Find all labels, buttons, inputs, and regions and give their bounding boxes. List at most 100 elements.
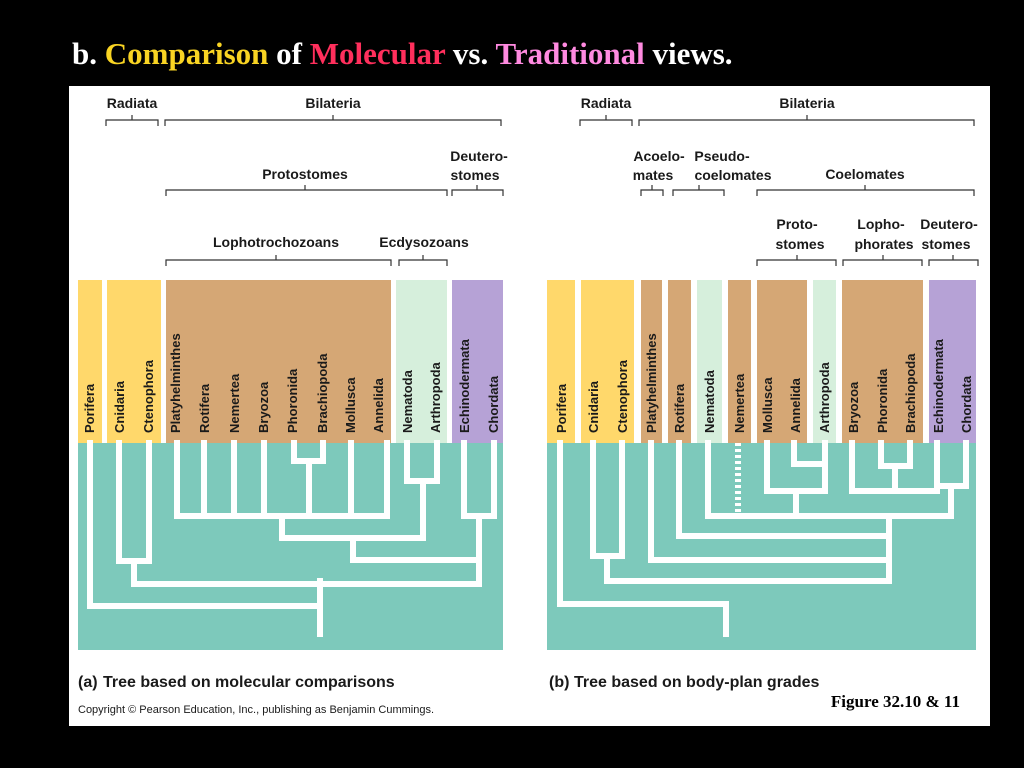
title-word-vs: vs. <box>452 36 489 71</box>
taxon-label: Rotifera <box>197 383 212 433</box>
taxon-label: Bryozoa <box>846 381 861 433</box>
column-radiata-a <box>107 280 161 443</box>
group-label-lophotrochozoans: Lophotrochozoans <box>213 234 339 250</box>
panel-a-taxa-labels: Porifera Cnidaria Ctenophora Platyhelmin… <box>82 333 501 433</box>
group-label-deuterostomes: stomes <box>450 167 499 183</box>
column-porifera-b <box>547 280 575 443</box>
taxon-label: Platyhelminthes <box>644 333 659 433</box>
group-label-pseudocoelomates: Pseudo- <box>694 148 750 164</box>
figure-reference: Figure 32.10 & 11 <box>830 692 960 711</box>
title-word-of: of <box>276 36 302 71</box>
phylogenetic-tree-b <box>557 440 969 637</box>
bracket <box>638 115 975 126</box>
taxon-label: Porifera <box>554 383 569 433</box>
title-word-molecular: Molecular <box>309 36 446 71</box>
tree-branch <box>557 440 729 607</box>
panel-a-caption-letter: (a) <box>78 674 98 691</box>
bracket <box>579 115 633 126</box>
taxon-label: Chordata <box>959 375 974 433</box>
tree-branch <box>791 440 827 467</box>
taxon-label: Brachiopoda <box>903 353 918 433</box>
bracket <box>928 255 979 266</box>
column-radiata-b <box>581 280 634 443</box>
panel-a: Porifera Cnidaria Ctenophora Platyhelmin… <box>78 95 508 716</box>
title-word-views: views. <box>652 36 733 71</box>
bracket <box>672 185 725 196</box>
group-label-deuterostomes: Deutero- <box>920 216 978 232</box>
taxon-label: Rotifera <box>672 383 687 433</box>
taxon-label: Nemertea <box>732 373 747 433</box>
bracket <box>756 185 975 196</box>
column-nematoda-b <box>697 280 722 443</box>
column-rotifera-b <box>668 280 691 443</box>
slide-title: b. Comparison of Molecular vs. Tradition… <box>72 36 733 72</box>
taxon-label: Ctenophora <box>615 359 630 433</box>
bracket <box>165 185 448 196</box>
taxon-label: Nematoda <box>400 369 415 433</box>
taxon-label: Nematoda <box>702 369 717 433</box>
panel-b-taxa-labels: Porifera Cnidaria Ctenophora Platyhelmin… <box>554 333 974 433</box>
title-word-comparison: Comparison <box>104 36 269 71</box>
title-word-traditional: Traditional <box>495 36 645 71</box>
taxon-label: Ctenophora <box>141 359 156 433</box>
taxon-label: Platyhelminthes <box>168 333 183 433</box>
copyright-notice: Copyright © Pearson Education, Inc., pub… <box>78 704 434 716</box>
group-label-bilateria: Bilateria <box>779 95 834 111</box>
taxon-label: Mollusca <box>760 377 775 433</box>
group-label-pseudocoelomates: coelomates <box>694 167 771 183</box>
taxon-label: Arthropoda <box>817 361 832 433</box>
column-lophotrochozoa-a <box>166 280 391 443</box>
tree-branch <box>676 440 892 539</box>
taxon-label: Arthropoda <box>428 361 443 433</box>
taxon-label: Bryozoa <box>256 381 271 433</box>
column-nemertea-b <box>728 280 751 443</box>
phylogeny-figure: .grp { font-family:"Liberation Sans", sa… <box>78 95 979 716</box>
column-deuterostomes-a <box>452 280 503 443</box>
tree-branch <box>279 513 426 541</box>
panel-b: Porifera Cnidaria Ctenophora Platyhelmin… <box>547 95 979 691</box>
group-label-protostomes: Proto- <box>776 216 818 232</box>
bracket <box>105 115 159 126</box>
group-label-deuterostomes: Deutero- <box>450 148 508 164</box>
title-prefix: b. <box>72 36 97 71</box>
group-label-lophophorates: phorates <box>854 236 913 252</box>
panel-b-group-brackets: Radiata Bilateria Acoelo- mates Pseudo- … <box>579 95 979 266</box>
bracket <box>164 115 502 126</box>
taxon-label: Annelida <box>788 377 803 433</box>
column-protostomes-b <box>757 280 807 443</box>
figure-panel: .grp { font-family:"Liberation Sans", sa… <box>69 86 990 726</box>
column-platyhelminthes-b <box>641 280 662 443</box>
bracket <box>756 255 837 266</box>
column-arthropoda-b <box>813 280 836 443</box>
panel-a-taxa-columns <box>78 280 503 443</box>
group-label-radiata: Radiata <box>107 95 158 111</box>
tree-branch <box>131 558 482 587</box>
group-label-lophophorates: Lopho- <box>857 216 905 232</box>
tree-branch <box>705 440 952 519</box>
group-label-protostomes: stomes <box>775 236 824 252</box>
group-label-deuterostomes: stomes <box>921 236 970 252</box>
group-label-acoelomates: mates <box>633 167 674 183</box>
bracket <box>398 255 448 266</box>
taxon-label: Echinodermata <box>457 338 472 433</box>
taxon-label: Cnidaria <box>112 380 127 433</box>
group-label-radiata: Radiata <box>581 95 632 111</box>
bracket <box>451 185 504 196</box>
panel-a-group-brackets: Radiata Bilateria Protostomes Deutero- s… <box>105 95 508 266</box>
group-label-ecdysozoans: Ecdysozoans <box>379 234 469 250</box>
taxon-label: Mollusca <box>343 377 358 433</box>
column-deuterostomes-b <box>929 280 976 443</box>
column-lophophorates-b <box>842 280 923 443</box>
bracket <box>165 255 392 266</box>
tree-field-b <box>547 443 976 650</box>
phylogenetic-tree-a <box>87 440 497 637</box>
group-label-protostomes: Protostomes <box>262 166 348 182</box>
taxon-label: Chordata <box>486 375 501 433</box>
panel-b-caption-letter: (b) <box>549 674 569 691</box>
taxon-label: Annelida <box>371 377 386 433</box>
taxon-label: Porifera <box>82 383 97 433</box>
taxon-label: Phoronida <box>875 368 890 433</box>
taxon-label: Echinodermata <box>931 338 946 433</box>
tree-branch <box>604 553 892 584</box>
group-label-bilateria: Bilateria <box>305 95 360 111</box>
